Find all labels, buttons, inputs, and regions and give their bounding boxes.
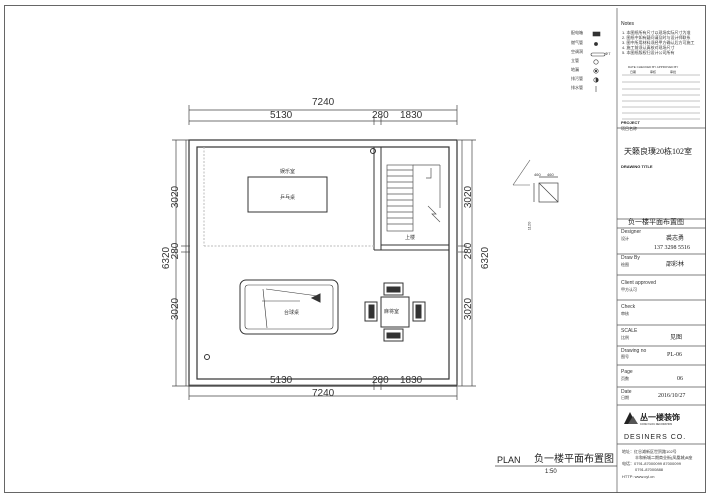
page-sub: 页数 xyxy=(621,376,629,381)
company-phone2: 0791-87000888 xyxy=(635,467,664,472)
note-line: 2. 图纸中如有疑问请及时与设计师联系 xyxy=(622,35,691,40)
dim-bottom-total: 7240 xyxy=(312,388,335,399)
dim-top-right: 1830 xyxy=(400,110,423,121)
drawing-title-label: DRAWING TITLE xyxy=(621,164,653,169)
note-line: 4. 施工前须认真核对现场尺寸 xyxy=(622,45,675,50)
dim-right-lower: 3020 xyxy=(463,297,474,321)
notes-table-header: DATE CHECKED BY APPROVED BY xyxy=(628,65,679,69)
company-name: DESINERS CO. xyxy=(624,434,687,441)
legend-item: 地漏 xyxy=(571,67,579,72)
legend-item: 排水管 xyxy=(571,85,583,90)
page-value: 06 xyxy=(677,376,683,382)
legend-item: 燃气管 xyxy=(571,40,583,45)
legend-symbols xyxy=(590,31,606,92)
notes-col: 审核 xyxy=(650,70,657,74)
note-line: 3. 图中所用材料须经甲方确认后方可施工 xyxy=(622,40,695,45)
label-stairs-up: 上楼 xyxy=(405,235,416,241)
company-phone: 电话：0791-87000099 87000099 xyxy=(622,461,681,466)
dim-right-upper: 3020 xyxy=(463,185,474,209)
drawby-name: 邵彩林 xyxy=(666,262,685,268)
designer-phone: 137 3298 5516 xyxy=(654,245,690,251)
company-logo-sub: CONGYILOU DECORATION xyxy=(640,423,673,426)
designer-name: 裘志勇 xyxy=(666,236,685,242)
dim-right-total: 6320 xyxy=(480,246,491,270)
billiard-table xyxy=(239,279,339,335)
inner-wall-rect xyxy=(196,146,450,380)
label-ping-pong-table: 乒乓桌 xyxy=(280,195,296,201)
notes-heading: Notes xyxy=(621,21,635,27)
sheet-border xyxy=(4,5,706,493)
company-logo-text: 丛一楼装饰 xyxy=(640,413,680,422)
client-sub: 甲方认可 xyxy=(621,287,637,292)
detail-dim-w2: 460 xyxy=(547,172,554,177)
designer-sub: 设计 xyxy=(621,236,629,241)
scale-sub: 比例 xyxy=(621,335,629,340)
drawing-title: 负一楼平面布置图 xyxy=(628,218,684,226)
project-label: PROJECT xyxy=(621,120,640,125)
drawing-no-value: PL-06 xyxy=(667,352,682,358)
dimension-lines xyxy=(172,105,476,400)
legend-item: 配电箱 xyxy=(571,30,583,35)
mahjong-set xyxy=(364,282,426,342)
dim-right-mid: 280 xyxy=(463,242,474,260)
plan-caption-title: 负一楼平面布置图 xyxy=(534,454,614,465)
plan-caption-scale: 1:50 xyxy=(545,469,557,475)
client-label: Client approved xyxy=(621,280,657,286)
notes-col: 日期 xyxy=(630,70,637,74)
dim-left-lower: 3020 xyxy=(170,297,181,321)
scale-label: SCALE xyxy=(621,328,638,334)
outer-wall-rect xyxy=(188,139,458,387)
dim-top-total: 7240 xyxy=(312,97,335,108)
date-value: 2016/10/27 xyxy=(658,393,686,399)
legend-item: 空调洞 xyxy=(571,49,583,54)
dim-top-mid: 280 xyxy=(372,110,389,121)
date-label: Date xyxy=(621,389,632,395)
scale-value: 见图 xyxy=(670,335,683,341)
page-label: Page xyxy=(621,369,633,375)
interior-walls xyxy=(203,147,449,251)
dim-bottom-left: 5130 xyxy=(270,375,293,386)
title-block-lines xyxy=(616,8,706,493)
detail-dim-h: 1120 xyxy=(526,221,532,231)
company-address2: 丰和新城二期商业街(凤凰城)B座 xyxy=(635,455,693,460)
drawing-no-sub: 图号 xyxy=(621,354,629,359)
column-marker-bottom xyxy=(204,354,210,360)
note-line: 5. 本图纸版权归设计公司所有 xyxy=(622,50,675,55)
company-address: 地址：红谷滩新区世贸路102号 xyxy=(622,449,677,454)
company-http: HTTP: www.cyl.cn xyxy=(622,474,655,479)
drawby-sub: 绘图 xyxy=(621,262,629,267)
label-entertainment-room: 娱乐室 xyxy=(280,169,296,175)
designer-label: Designer xyxy=(621,229,642,235)
column-marker-top xyxy=(370,148,376,154)
plan-caption-prefix: PLAN xyxy=(497,455,521,465)
legend-ac-size: Φ7 xyxy=(605,51,611,56)
label-billiard-table: 台球桌 xyxy=(284,310,300,316)
legend-item: 排污管 xyxy=(571,76,583,81)
staircase xyxy=(386,164,441,232)
note-line: 1. 本图纸所有尺寸以现场实际尺寸为准 xyxy=(622,30,691,35)
check-sub: 审核 xyxy=(621,311,629,316)
dim-left-mid: 280 xyxy=(170,242,181,260)
outer-walls xyxy=(188,139,458,387)
ping-pong-table xyxy=(247,176,328,213)
legend-item: 立管 xyxy=(571,58,579,63)
drawby-label: Draw By xyxy=(621,255,640,261)
check-label: Check xyxy=(621,304,636,310)
project-name: 天籁良璞20栋102室 xyxy=(624,147,692,156)
detail-sketch xyxy=(533,176,559,203)
date-sub: 日期 xyxy=(621,395,629,400)
notes-col: 审批 xyxy=(670,70,677,74)
dim-bottom-mid: 280 xyxy=(372,375,389,386)
drawing-no-label: Drawing no xyxy=(621,348,647,354)
dim-bottom-right: 1830 xyxy=(400,375,423,386)
project-sub: 项目名称 xyxy=(621,126,637,131)
detail-dim-w1: 460 xyxy=(534,172,541,177)
label-mahjong-room: 麻将室 xyxy=(384,309,400,315)
dim-top-left: 5130 xyxy=(270,110,293,121)
dim-left-upper: 3020 xyxy=(170,185,181,209)
